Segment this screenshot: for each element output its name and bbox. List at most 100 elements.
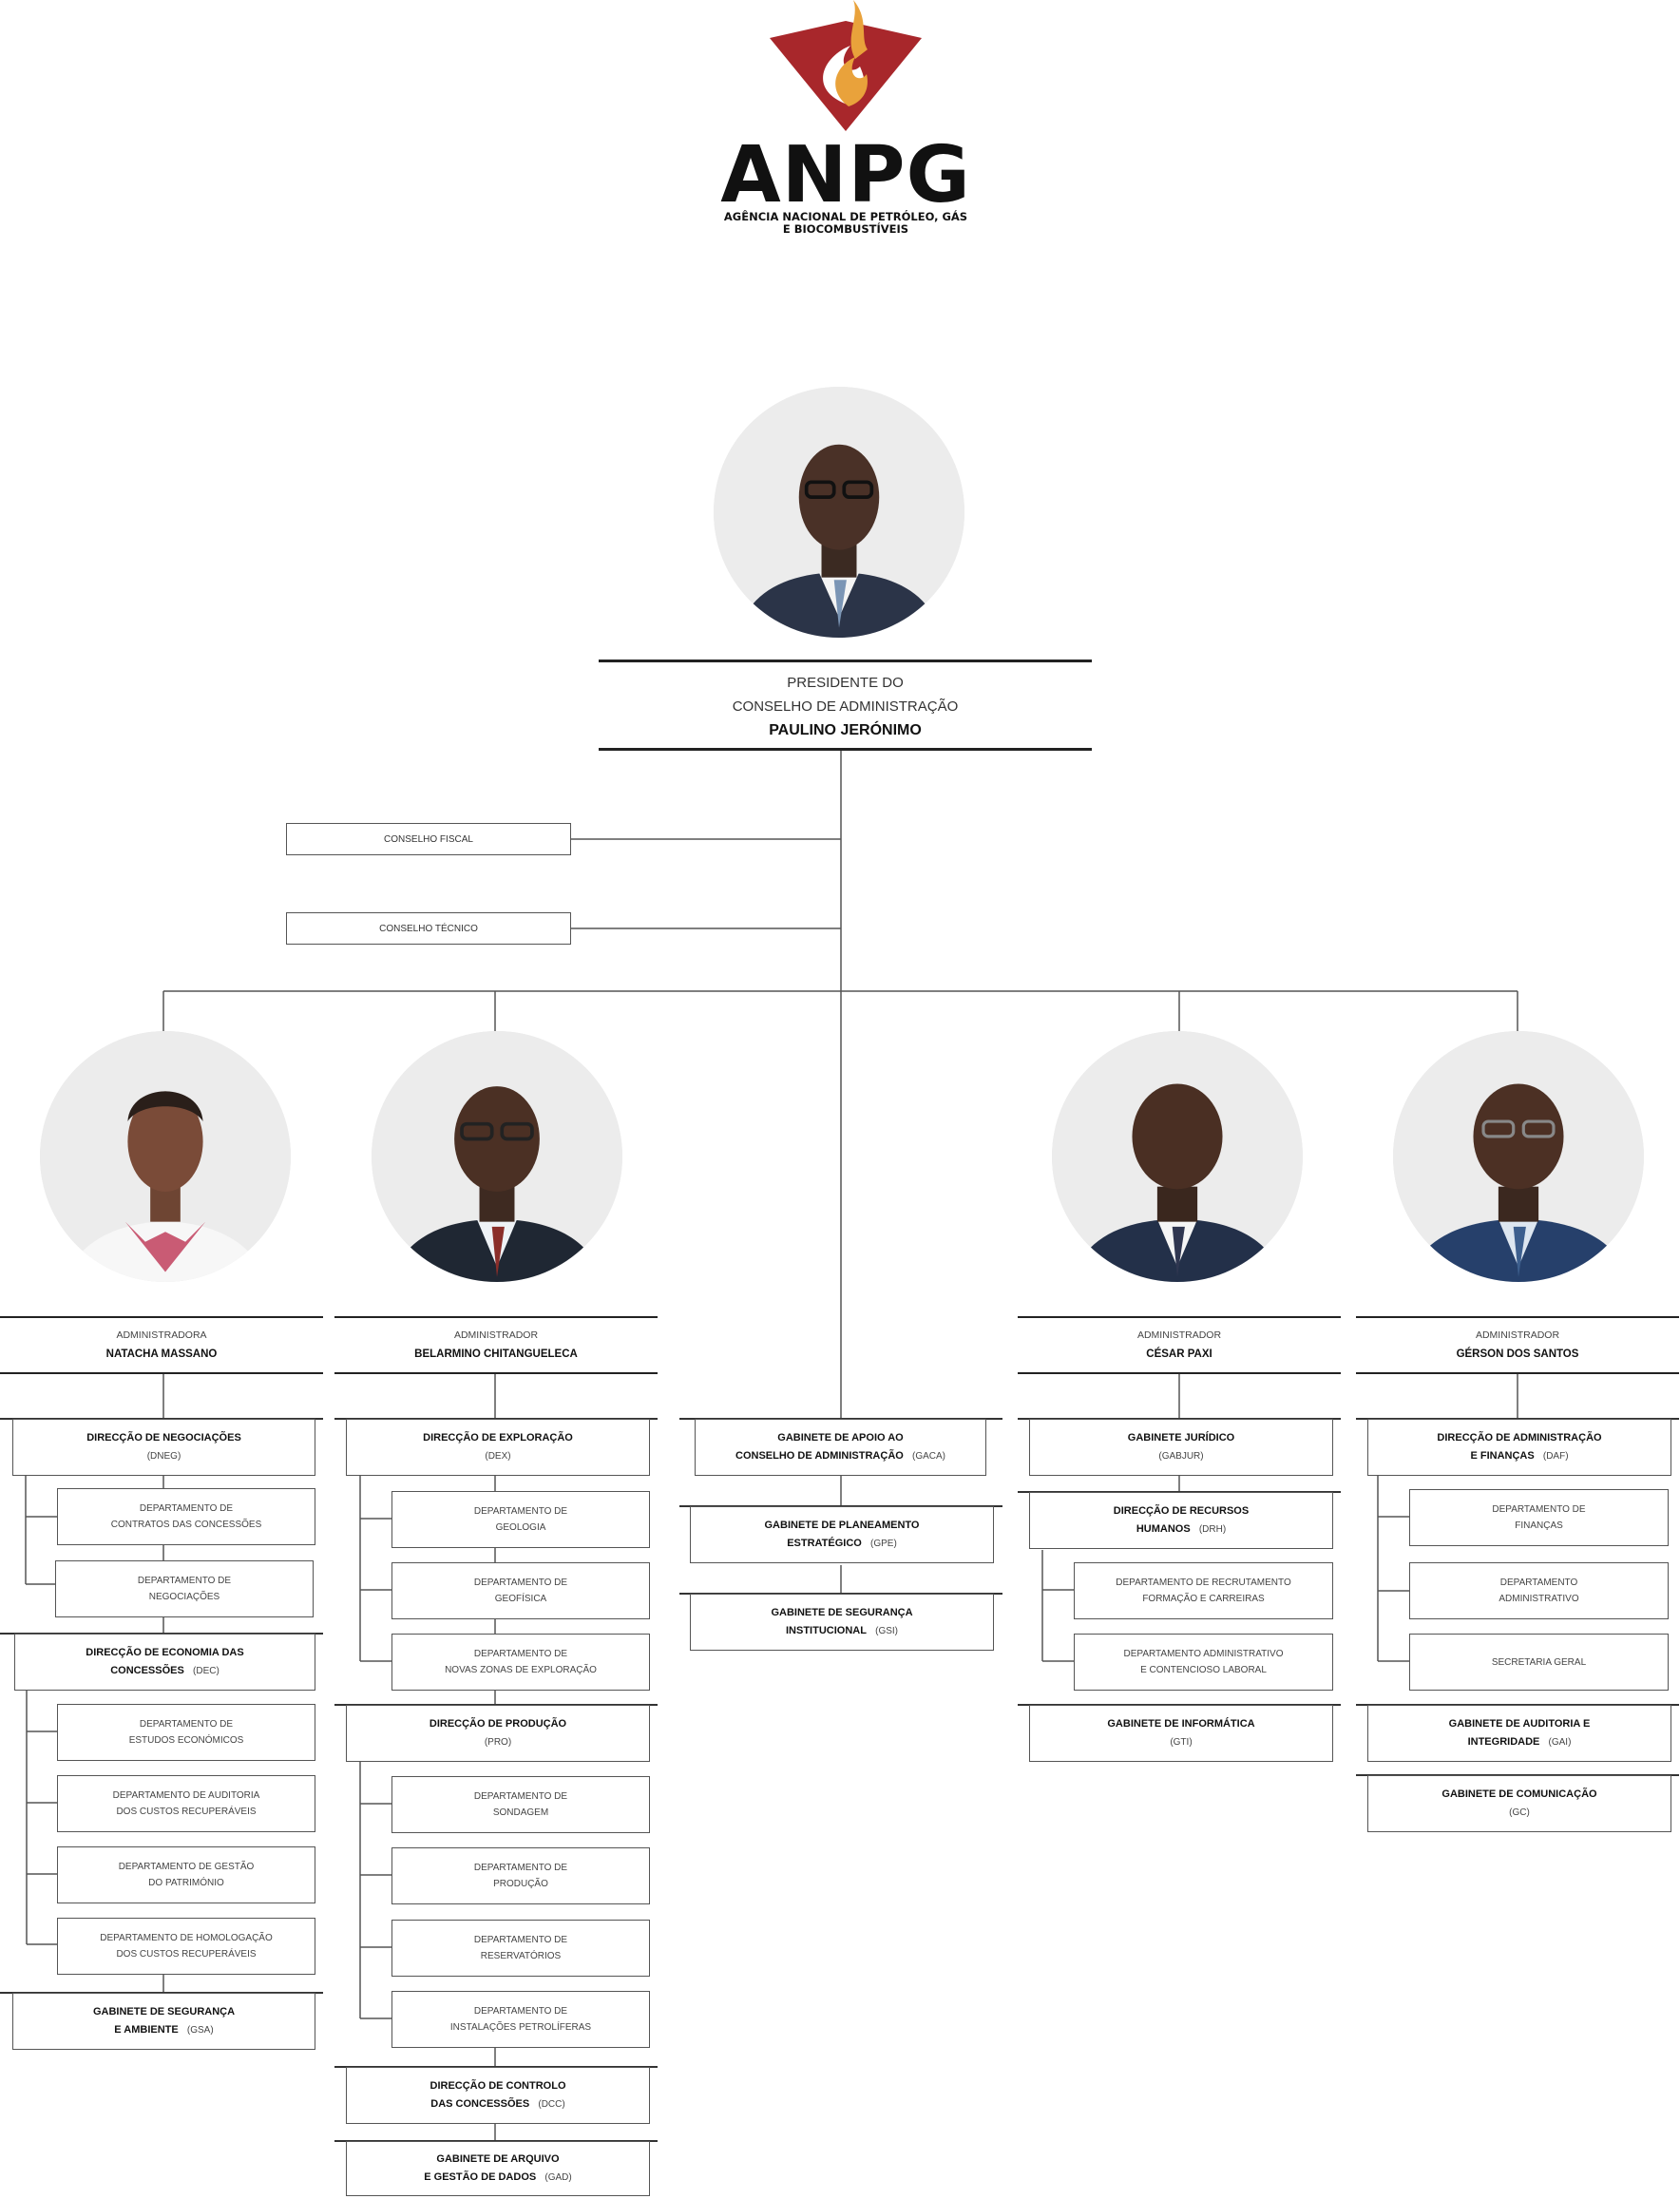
dept-contratos: DEPARTAMENTO DE CONTRATOS DAS CONCESSÕES: [57, 1488, 315, 1545]
unit-dec-name-2: CONCESSÕES: [110, 1665, 184, 1676]
unit-gabjur-code: (GABJUR): [1158, 1451, 1204, 1462]
unit-gsi-name-2: INSTITUCIONAL: [785, 1625, 867, 1636]
admin-2-role: ADMINISTRADOR: [453, 1329, 539, 1341]
unit-dneg-code: (DNEG): [146, 1451, 181, 1462]
admin-3-portrait: [1052, 1031, 1303, 1282]
unit-gaca-name-2: CONSELHO DE ADMINISTRAÇÃO: [735, 1450, 904, 1462]
unit-dcc-name: DIRECÇÃO DE CONTROLO: [430, 2080, 566, 2092]
dept-line: DEPARTAMENTO DE GESTÃO: [118, 1862, 255, 1872]
unit-pro-code: (PRO): [484, 1737, 512, 1748]
president-name: PAULINO JERÓNIMO: [769, 722, 922, 738]
unit-gti-code: (GTI): [1170, 1737, 1193, 1748]
unit-dcc-code: (DCC): [538, 2099, 565, 2110]
unit-gabjur: GABINETE JURÍDICO (GABJUR): [1029, 1419, 1333, 1476]
dept-line: DEPARTAMENTO DE: [139, 1503, 234, 1514]
unit-gsi-name: GABINETE DE SEGURANÇA: [771, 1607, 913, 1618]
unit-gai-name: GABINETE DE AUDITORIA E: [1448, 1718, 1591, 1730]
admin-3-name: CÉSAR PAXI: [1146, 1348, 1212, 1360]
unit-gpe-code: (GPE): [870, 1539, 897, 1549]
dept-sondagem: DEPARTAMENTO DE SONDAGEM: [391, 1776, 650, 1833]
dept-line: ESTUDOS ECONÓMICOS: [128, 1735, 244, 1746]
dept-line: DEPARTAMENTO ADMINISTRATIVO: [1123, 1649, 1284, 1659]
unit-gad-code: (GAD): [544, 2172, 572, 2183]
admin-2-portrait: [372, 1031, 622, 1282]
president-title-line1: PRESIDENTE DO: [787, 675, 904, 691]
logo-subtitle-line2: E BIOCOMBUSTÍVEIS: [782, 222, 909, 236]
dept-line: DEPARTAMENTO DE: [139, 1719, 234, 1730]
president-portrait: [714, 387, 964, 638]
admin-1-role: ADMINISTRADORA: [116, 1329, 207, 1341]
dept-administrativo: DEPARTAMENTO ADMINISTRATIVO: [1409, 1562, 1669, 1619]
unit-gabjur-name: GABINETE JURÍDICO: [1127, 1432, 1235, 1444]
unit-gc-code: (GC): [1509, 1807, 1530, 1818]
admin-4-name: GÉRSON DOS SANTOS: [1456, 1348, 1579, 1360]
dept-line: GEOFÍSICA: [494, 1594, 547, 1604]
dept-line: FORMAÇÃO E CARREIRAS: [1142, 1594, 1265, 1604]
unit-gsa-name: GABINETE DE SEGURANÇA: [92, 2006, 236, 2017]
dept-homologacao: DEPARTAMENTO DE HOMOLOGAÇÃO DOS CUSTOS R…: [57, 1918, 315, 1975]
anpg-emblem-icon: [770, 0, 922, 131]
admin-4-label: ADMINISTRADOR GÉRSON DOS SANTOS: [1356, 1316, 1679, 1374]
unit-drh-name-2: HUMANOS: [1136, 1523, 1191, 1535]
dept-line: DEPARTAMENTO DE: [473, 1506, 568, 1517]
unit-gsa: GABINETE DE SEGURANÇA E AMBIENTE (GSA): [12, 1993, 315, 2050]
unit-gai: GABINETE DE AUDITORIA E INTEGRIDADE (GAI…: [1367, 1705, 1671, 1762]
dept-line: DEPARTAMENTO DE: [1492, 1504, 1586, 1515]
conselho-tecnico-box: CONSELHO TÉCNICO: [286, 912, 571, 945]
unit-gc-name: GABINETE DE COMUNICAÇÃO: [1441, 1788, 1597, 1800]
unit-gc: GABINETE DE COMUNICAÇÃO (GC): [1367, 1775, 1671, 1832]
unit-dex-code: (DEX): [485, 1451, 511, 1462]
unit-gsa-code: (GSA): [186, 2025, 214, 2036]
dept-instalacoes: DEPARTAMENTO DE INSTALAÇÕES PETROLÍFERAS: [391, 1991, 650, 2048]
dept-line: FINANÇAS: [1515, 1520, 1563, 1531]
dept-line: DEPARTAMENTO DE: [473, 1863, 568, 1873]
dept-line: ADMINISTRATIVO: [1499, 1594, 1579, 1604]
unit-dex: DIRECÇÃO DE EXPLORAÇÃO (DEX): [346, 1419, 650, 1476]
dept-recrutamento: DEPARTAMENTO DE RECRUTAMENTO FORMAÇÃO E …: [1074, 1562, 1333, 1619]
dept-line: DEPARTAMENTO DE RECRUTAMENTO: [1116, 1578, 1291, 1588]
logo-wordmark: ANPG: [720, 130, 971, 220]
unit-dec-code: (DEC): [193, 1666, 220, 1676]
dept-line: DEPARTAMENTO DE: [473, 2006, 568, 2017]
admin-2-label: ADMINISTRADOR BELARMINO CHITANGUELECA: [334, 1316, 658, 1374]
president-title-line2: CONSELHO DE ADMINISTRAÇÃO: [732, 698, 959, 715]
admin-4-portrait: [1393, 1031, 1644, 1282]
unit-gti: GABINETE DE INFORMÁTICA (GTI): [1029, 1705, 1333, 1762]
dept-line: DEPARTAMENTO: [1499, 1578, 1578, 1588]
unit-gaca-code: (GACA): [912, 1451, 945, 1462]
conselho-fiscal-box: CONSELHO FISCAL: [286, 823, 571, 855]
unit-dex-name: DIRECÇÃO DE EXPLORAÇÃO: [423, 1432, 573, 1444]
dept-line: DEPARTAMENTO DE HOMOLOGAÇÃO: [100, 1933, 273, 1943]
dept-line: DEPARTAMENTO DE AUDITORIA: [112, 1790, 260, 1801]
dept-geofisica: DEPARTAMENTO DE GEOFÍSICA: [391, 1562, 650, 1619]
unit-daf: DIRECÇÃO DE ADMINISTRAÇÃO E FINANÇAS (DA…: [1367, 1419, 1671, 1476]
dept-reservatorios: DEPARTAMENTO DE RESERVATÓRIOS: [391, 1920, 650, 1977]
dept-line: RESERVATÓRIOS: [480, 1951, 562, 1961]
dept-line: CONTRATOS DAS CONCESSÕES: [110, 1520, 262, 1530]
unit-gad-name: GABINETE DE ARQUIVO: [436, 2153, 560, 2165]
dept-line: SECRETARIA GERAL: [1491, 1656, 1587, 1668]
unit-daf-name: DIRECÇÃO DE ADMINISTRAÇÃO: [1437, 1432, 1602, 1444]
admin-1-label: ADMINISTRADORA NATACHA MASSANO: [0, 1316, 323, 1374]
unit-dec-name: DIRECÇÃO DE ECONOMIA DAS: [86, 1647, 244, 1658]
unit-pro: DIRECÇÃO DE PRODUÇÃO (PRO): [346, 1705, 650, 1762]
dept-geologia: DEPARTAMENTO DE GEOLOGIA: [391, 1491, 650, 1548]
unit-gsi-code: (GSI): [875, 1626, 898, 1636]
admin-3-role: ADMINISTRADOR: [1136, 1329, 1222, 1341]
unit-gpe-name-2: ESTRATÉGICO: [787, 1538, 862, 1549]
dept-line: NEGOCIAÇÕES: [148, 1592, 220, 1602]
dept-producao: DEPARTAMENTO DE PRODUÇÃO: [391, 1847, 650, 1904]
unit-gti-name: GABINETE DE INFORMÁTICA: [1107, 1718, 1255, 1730]
dept-line: GEOLOGIA: [495, 1522, 546, 1533]
unit-gaca-name: GABINETE DE APOIO AO: [777, 1432, 904, 1444]
admin-3-label: ADMINISTRADOR CÉSAR PAXI: [1018, 1316, 1341, 1374]
dept-line: DEPARTAMENTO DE: [137, 1576, 232, 1586]
unit-gai-name-2: INTEGRIDADE: [1467, 1736, 1540, 1748]
unit-dcc-name-2: DAS CONCESSÕES: [430, 2098, 530, 2110]
admin-1-name: NATACHA MASSANO: [105, 1348, 218, 1360]
dept-line: DOS CUSTOS RECUPERÁVEIS: [116, 1807, 257, 1817]
unit-dcc: DIRECÇÃO DE CONTROLO DAS CONCESSÕES (DCC…: [346, 2067, 650, 2124]
unit-pro-name: DIRECÇÃO DE PRODUÇÃO: [429, 1718, 567, 1730]
unit-gsa-name-2: E AMBIENTE: [114, 2024, 179, 2036]
